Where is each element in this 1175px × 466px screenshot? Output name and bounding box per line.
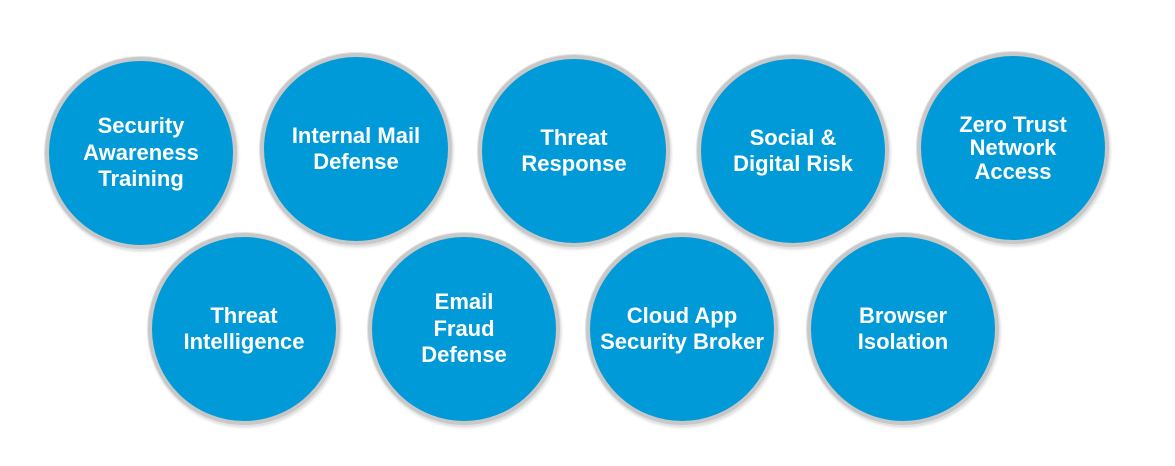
circle-label: Internal Mail Defense (291, 122, 421, 174)
circle-social-digital-risk: Social & Digital Risk (697, 55, 889, 247)
circle-label: Threat Response (521, 124, 627, 176)
circle-threat-intelligence: Threat Intelligence (148, 233, 340, 425)
circle-label: Social & Digital Risk (733, 124, 853, 176)
circle-browser-isolation: Browser Isolation (807, 233, 999, 425)
circle-zero-trust-network-access: Zero Trust Network Access (917, 52, 1109, 244)
circle-label: Threat Intelligence (183, 302, 305, 354)
circle-internal-mail-defense: Internal Mail Defense (260, 53, 452, 245)
circle-label: Email Fraud Defense (421, 289, 507, 368)
circle-security-awareness-training: Security Awareness Training (45, 57, 237, 249)
circle-email-fraud-defense: Email Fraud Defense (368, 233, 560, 425)
circle-label: Zero Trust Network Access (959, 112, 1067, 184)
circle-label: Cloud App Security Broker (600, 302, 764, 354)
circle-cloud-app-security-broker: Cloud App Security Broker (586, 233, 778, 425)
circle-label: Browser Isolation (857, 302, 949, 354)
circle-threat-response: Threat Response (478, 55, 670, 247)
circle-label: Security Awareness Training (83, 113, 199, 192)
